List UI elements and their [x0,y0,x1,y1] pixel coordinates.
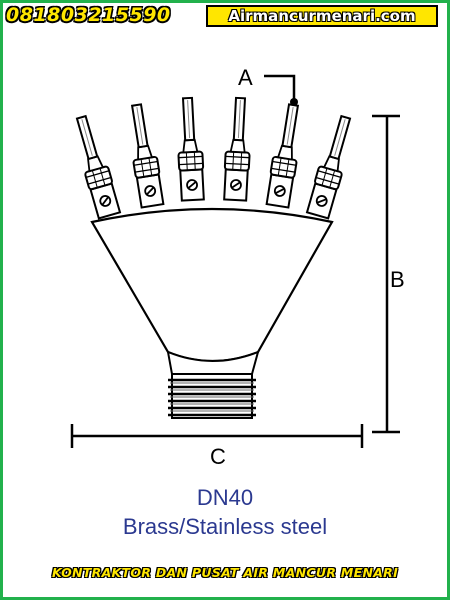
nozzle [223,96,251,202]
label-a: A [238,65,253,90]
label-c: C [210,444,226,469]
footer-banner: KONTRAKTOR DAN PUSAT AIR MANCUR MENARI [51,565,399,580]
dimension-b: B [372,114,405,434]
funnel-body [90,207,334,363]
nozzle [75,114,122,220]
dimension-c: C [70,424,364,469]
nozzle [305,114,352,220]
dimension-a: A [238,65,298,106]
nozzle [130,103,165,209]
website-banner[interactable]: Airmancurmenari.com [206,5,438,27]
nozzle [265,103,300,209]
nozzle-group [75,96,352,220]
size-caption: DN40 [196,485,254,510]
nozzle [177,96,205,202]
material-caption: Brass/Stainless steel [122,514,328,539]
label-b: B [390,267,405,292]
phone-number: 081803215590 [6,4,171,26]
threaded-base [168,373,256,419]
